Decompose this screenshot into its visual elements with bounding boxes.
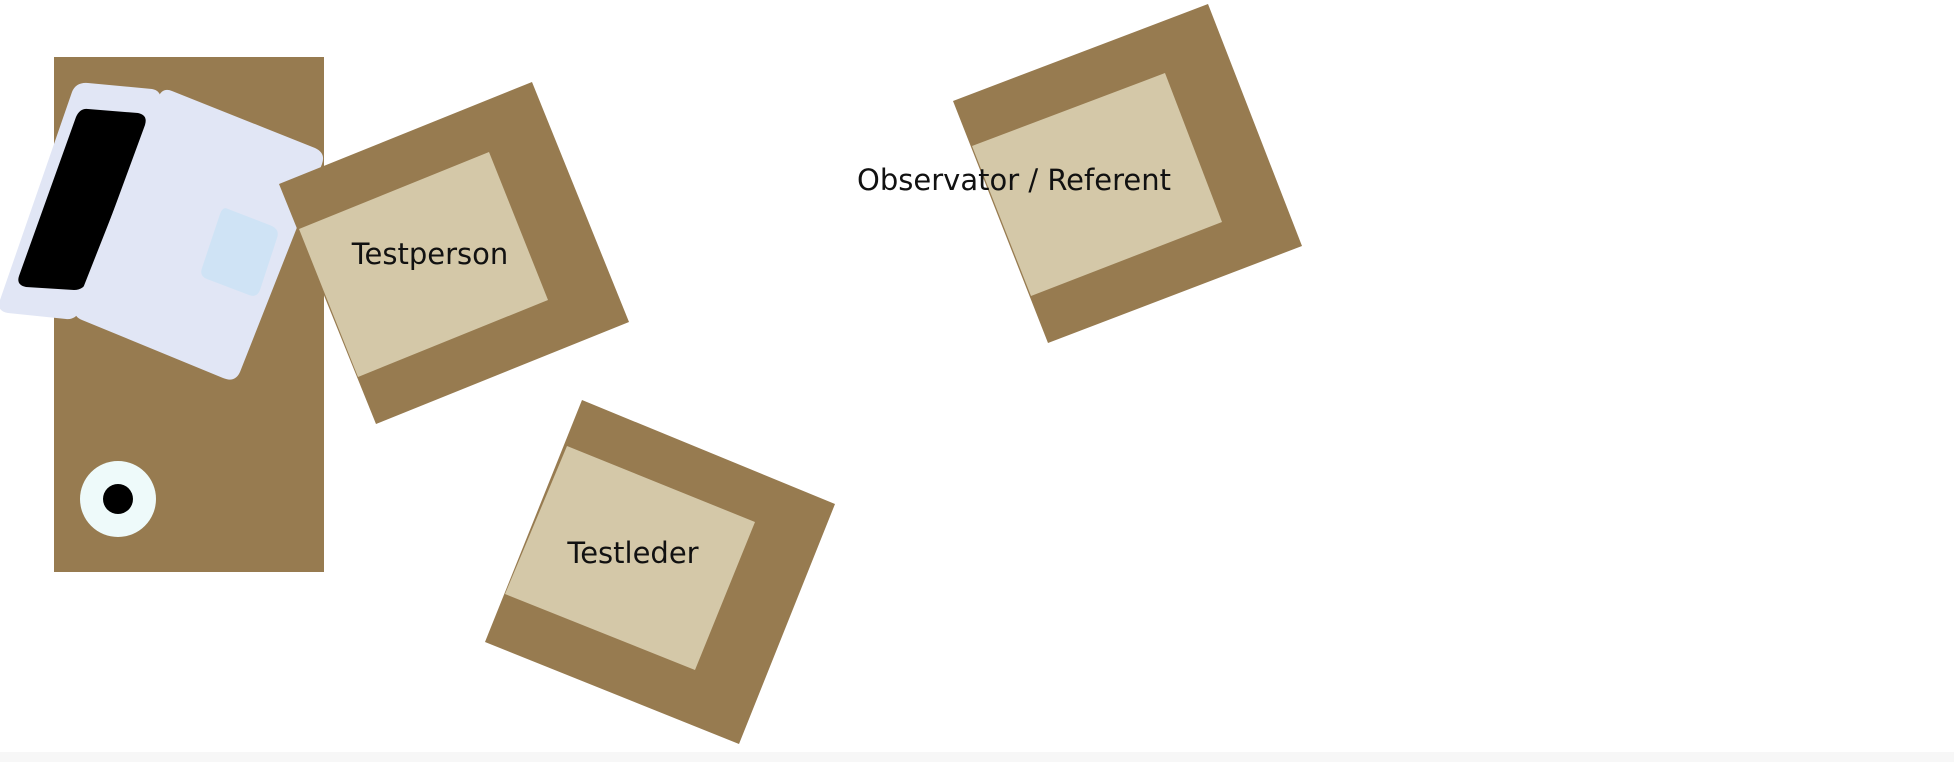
chair-observator-seat [972, 73, 1222, 296]
mouse-icon [80, 461, 156, 537]
chair-testperson: Testperson [279, 82, 629, 424]
laptop-trackpad [201, 208, 278, 296]
chair-observator: Observator / Referent [857, 4, 1302, 343]
laptop-icon [0, 82, 324, 380]
bottom-divider [0, 752, 1954, 762]
chair-testperson-seat [299, 152, 548, 377]
chair-observator-label: Observator / Referent [857, 163, 1171, 197]
laptop-base [74, 89, 324, 380]
laptop-screen [18, 108, 146, 291]
mouse-inner [103, 484, 133, 514]
chair-testleder: Testleder [485, 400, 835, 744]
chair-testperson-label: Testperson [351, 237, 509, 271]
chair-testleder-seat [505, 446, 755, 670]
chair-testleder-label: Testleder [566, 536, 698, 570]
